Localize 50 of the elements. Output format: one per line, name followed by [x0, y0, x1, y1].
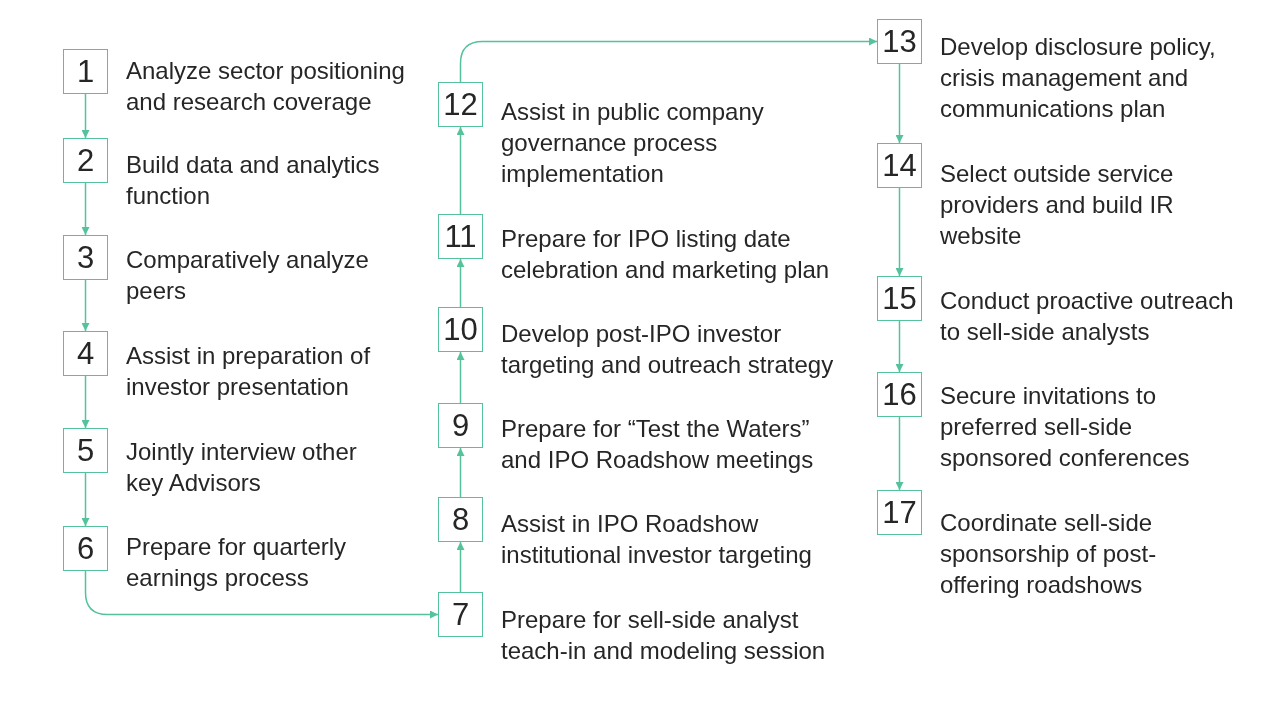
step-number-box: 6: [63, 526, 108, 571]
arrow: [459, 37, 878, 83]
step-description: Select outside service providers and build IR website: [940, 159, 1175, 251]
arrow: [81, 472, 90, 527]
arrow: [456, 541, 465, 593]
step-number-box: 15: [877, 276, 922, 321]
step-number-box: 8: [438, 497, 483, 542]
step-number-box: 10: [438, 307, 483, 352]
step-description: Prepare for quarterly earnings process: [126, 532, 348, 593]
step-description: Assist in preparation of investor presentation: [126, 341, 372, 402]
step-number-box: 7: [438, 592, 483, 637]
step-description: Assist in public company governance process implementation: [501, 97, 765, 189]
step-description: Analyze sector positioning and research coverage: [126, 56, 406, 117]
step-number-box: 3: [63, 235, 108, 280]
step-number-box: 1: [63, 49, 108, 94]
step-description: Build data and analytics function: [126, 150, 381, 211]
step-number-box: 11: [438, 214, 483, 259]
step-number-box: 5: [63, 428, 108, 473]
arrow: [81, 93, 90, 139]
arrow: [456, 126, 465, 215]
arrow: [81, 279, 90, 332]
arrow: [81, 375, 90, 429]
arrow: [456, 351, 465, 404]
arrow: [84, 570, 439, 619]
step-description: Conduct proactive outreach to sell-side analysts: [940, 286, 1235, 347]
step-description: Secure invitations to preferred sell-side sponsored conferences: [940, 381, 1191, 473]
step-description: Assist in IPO Roadshow institutional investor targeting: [501, 509, 813, 570]
arrow: [895, 416, 904, 491]
step-description: Jointly interview other key Advisors: [126, 437, 358, 498]
arrow: [895, 63, 904, 144]
arrow: [456, 258, 465, 308]
step-description: Prepare for sell-side analyst teach-in and modeling session: [501, 605, 827, 666]
step-number-box: 14: [877, 143, 922, 188]
arrow: [81, 182, 90, 236]
arrow: [895, 320, 904, 373]
step-description: Prepare for “Test the Waters” and IPO Roadshow meetings: [501, 414, 815, 475]
step-description: Comparatively analyze peers: [126, 245, 370, 306]
step-description: Prepare for IPO listing date celebration and marketing plan: [501, 224, 831, 285]
arrow: [895, 187, 904, 277]
step-number-box: 9: [438, 403, 483, 448]
arrow: [456, 447, 465, 498]
step-number-box: 12: [438, 82, 483, 127]
step-number-box: 4: [63, 331, 108, 376]
step-description: Coordinate sell-side sponsorship of post-offering roadshows: [940, 508, 1158, 600]
step-number-box: 17: [877, 490, 922, 535]
step-description: Develop disclosure policy, crisis management and communications plan: [940, 32, 1217, 124]
step-description: Develop post-IPO investor targeting and outreach strategy: [501, 319, 835, 380]
step-number-box: 13: [877, 19, 922, 64]
step-number-box: 16: [877, 372, 922, 417]
step-number-box: 2: [63, 138, 108, 183]
